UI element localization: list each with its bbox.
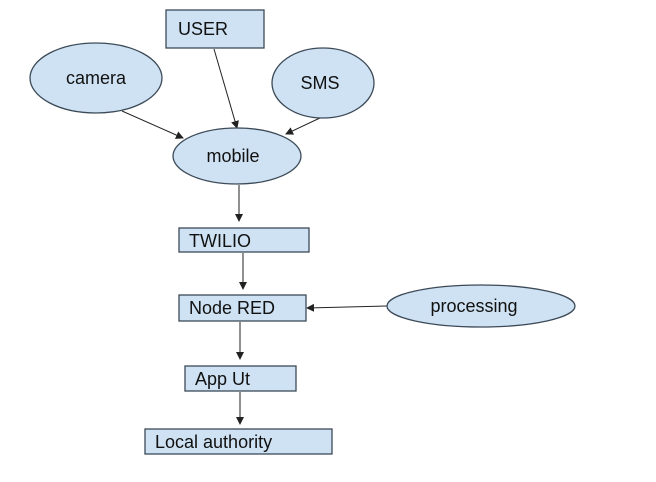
node-app-ut: App Ut <box>184 365 297 392</box>
edges <box>121 48 388 425</box>
node-node-red-label: Node RED <box>189 298 275 318</box>
node-app-ut-label: App Ut <box>195 369 250 389</box>
node-sms: SMS <box>271 47 375 119</box>
node-user-label: USER <box>178 19 228 39</box>
node-local-authority: Local authority <box>144 428 333 455</box>
edge-sms-to-mobile <box>285 116 323 135</box>
node-mobile: mobile <box>172 127 302 185</box>
node-processing-label: processing <box>430 296 517 316</box>
node-node-red: Node RED <box>178 294 307 322</box>
node-twilio-label: TWILIO <box>189 231 251 251</box>
node-mobile-label: mobile <box>206 146 259 166</box>
edge-camera-to-mobile <box>121 110 184 139</box>
node-local-authority-label: Local authority <box>155 432 272 452</box>
edge-user-to-mobile <box>213 48 239 129</box>
node-sms-label: SMS <box>300 73 339 93</box>
node-user: USER <box>165 9 265 49</box>
node-twilio: TWILIO <box>178 227 310 253</box>
node-camera-label: camera <box>66 68 127 88</box>
node-camera: camera <box>29 42 163 114</box>
nodes: USER camera SMS mobile TWILIO Node RED <box>29 9 576 455</box>
node-processing: processing <box>386 284 576 328</box>
edge-processing-to-node-red <box>306 303 388 312</box>
